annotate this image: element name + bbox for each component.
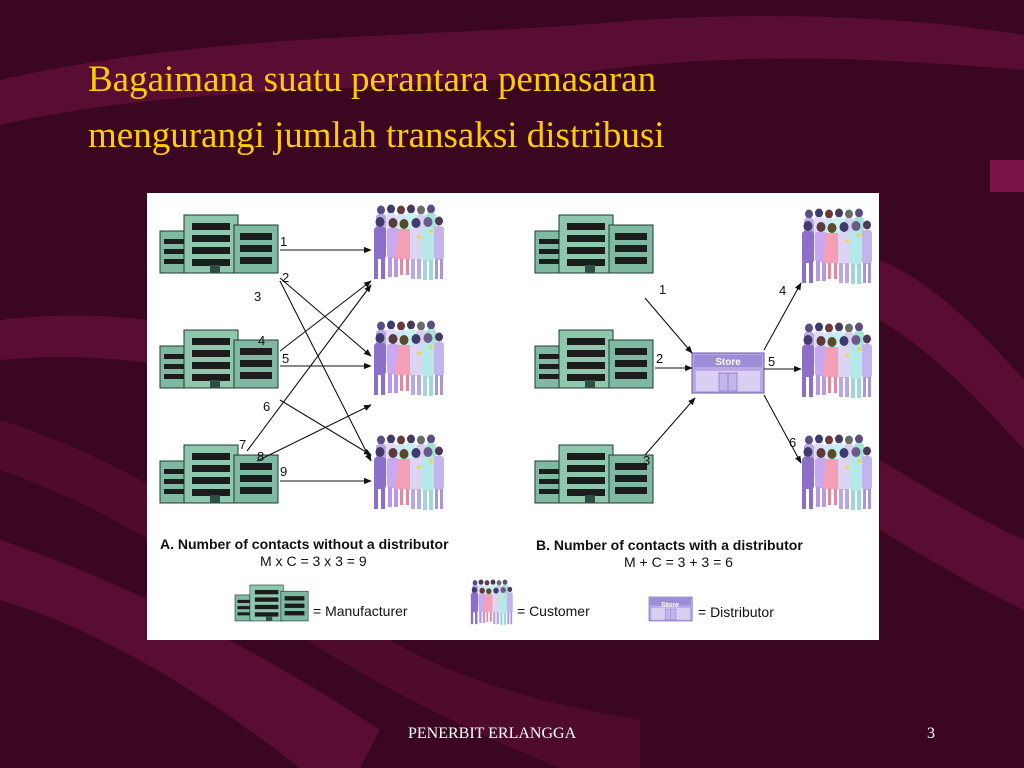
contact-labels-b: 1 2 3 4 5 6 <box>643 282 796 468</box>
customer-crowd-icon <box>802 434 872 510</box>
caption-a: A. Number of contacts without a distribu… <box>160 536 449 552</box>
customer-crowd-icon <box>374 434 444 510</box>
footer-publisher: PENERBIT ERLANGGA <box>408 725 577 742</box>
arrow-label: 6 <box>789 435 796 450</box>
contact-arrows-a <box>246 246 372 485</box>
legend-manufacturer-label: = Manufacturer <box>313 603 408 619</box>
arrow-label: 2 <box>282 270 289 285</box>
title-line-1: Bagaimana suatu perantara pemasaran <box>88 59 657 100</box>
legend-distributor-label: = Distributor <box>698 604 774 620</box>
arrow-label: 4 <box>258 333 265 348</box>
arrow-label: 5 <box>768 354 775 369</box>
store-sign: Store <box>715 357 741 368</box>
legend-customer-icon <box>470 579 513 625</box>
formula-b: M + C = 3 + 3 = 6 <box>624 554 733 570</box>
legend-customer-label: = Customer <box>517 603 590 619</box>
manufacturer-building-icon <box>534 444 654 504</box>
contact-arrows-b <box>644 282 802 464</box>
slide-number: 3 <box>927 725 935 742</box>
formula-a: M x C = 3 x 3 = 9 <box>260 553 367 569</box>
contact-labels-a: 1 2 3 4 5 6 7 8 9 <box>239 234 289 479</box>
distribution-figure: 1 2 3 4 5 6 7 8 9 A. Number of contacts … <box>147 193 879 640</box>
arrow-label: 3 <box>643 453 650 468</box>
arrow-label: 9 <box>280 464 287 479</box>
customer-crowd-icon <box>374 320 444 396</box>
accent-bar <box>990 160 1024 192</box>
legend-manufacturer-icon <box>234 584 309 622</box>
arrow-label: 3 <box>254 289 261 304</box>
slide-title: Bagaimana suatu perantara pemasaran meng… <box>88 52 968 164</box>
customer-crowd-icon <box>802 208 872 284</box>
manufacturer-building-icon <box>534 329 654 389</box>
legend-distributor-icon <box>648 596 693 622</box>
arrow-label: 1 <box>659 282 666 297</box>
customer-crowd-icon <box>374 204 444 280</box>
arrow-label: 8 <box>257 449 264 464</box>
arrow-label: 2 <box>656 351 663 366</box>
caption-b: B. Number of contacts with a distributor <box>536 537 803 553</box>
arrow-label: 5 <box>282 351 289 366</box>
arrow-label: 7 <box>239 437 246 452</box>
title-line-2: mengurangi jumlah transaksi distribusi <box>88 115 665 156</box>
customer-crowd-icon <box>802 322 872 398</box>
arrow-label: 6 <box>263 399 270 414</box>
arrow-label: 4 <box>779 283 786 298</box>
manufacturer-building-icon <box>159 214 279 274</box>
distribution-diagram: 1 2 3 4 5 6 7 8 9 A. Number of contacts … <box>159 204 872 625</box>
legend-store-sign: Store <box>661 602 679 609</box>
arrow-label: 1 <box>280 234 287 249</box>
manufacturer-building-icon <box>534 214 654 274</box>
